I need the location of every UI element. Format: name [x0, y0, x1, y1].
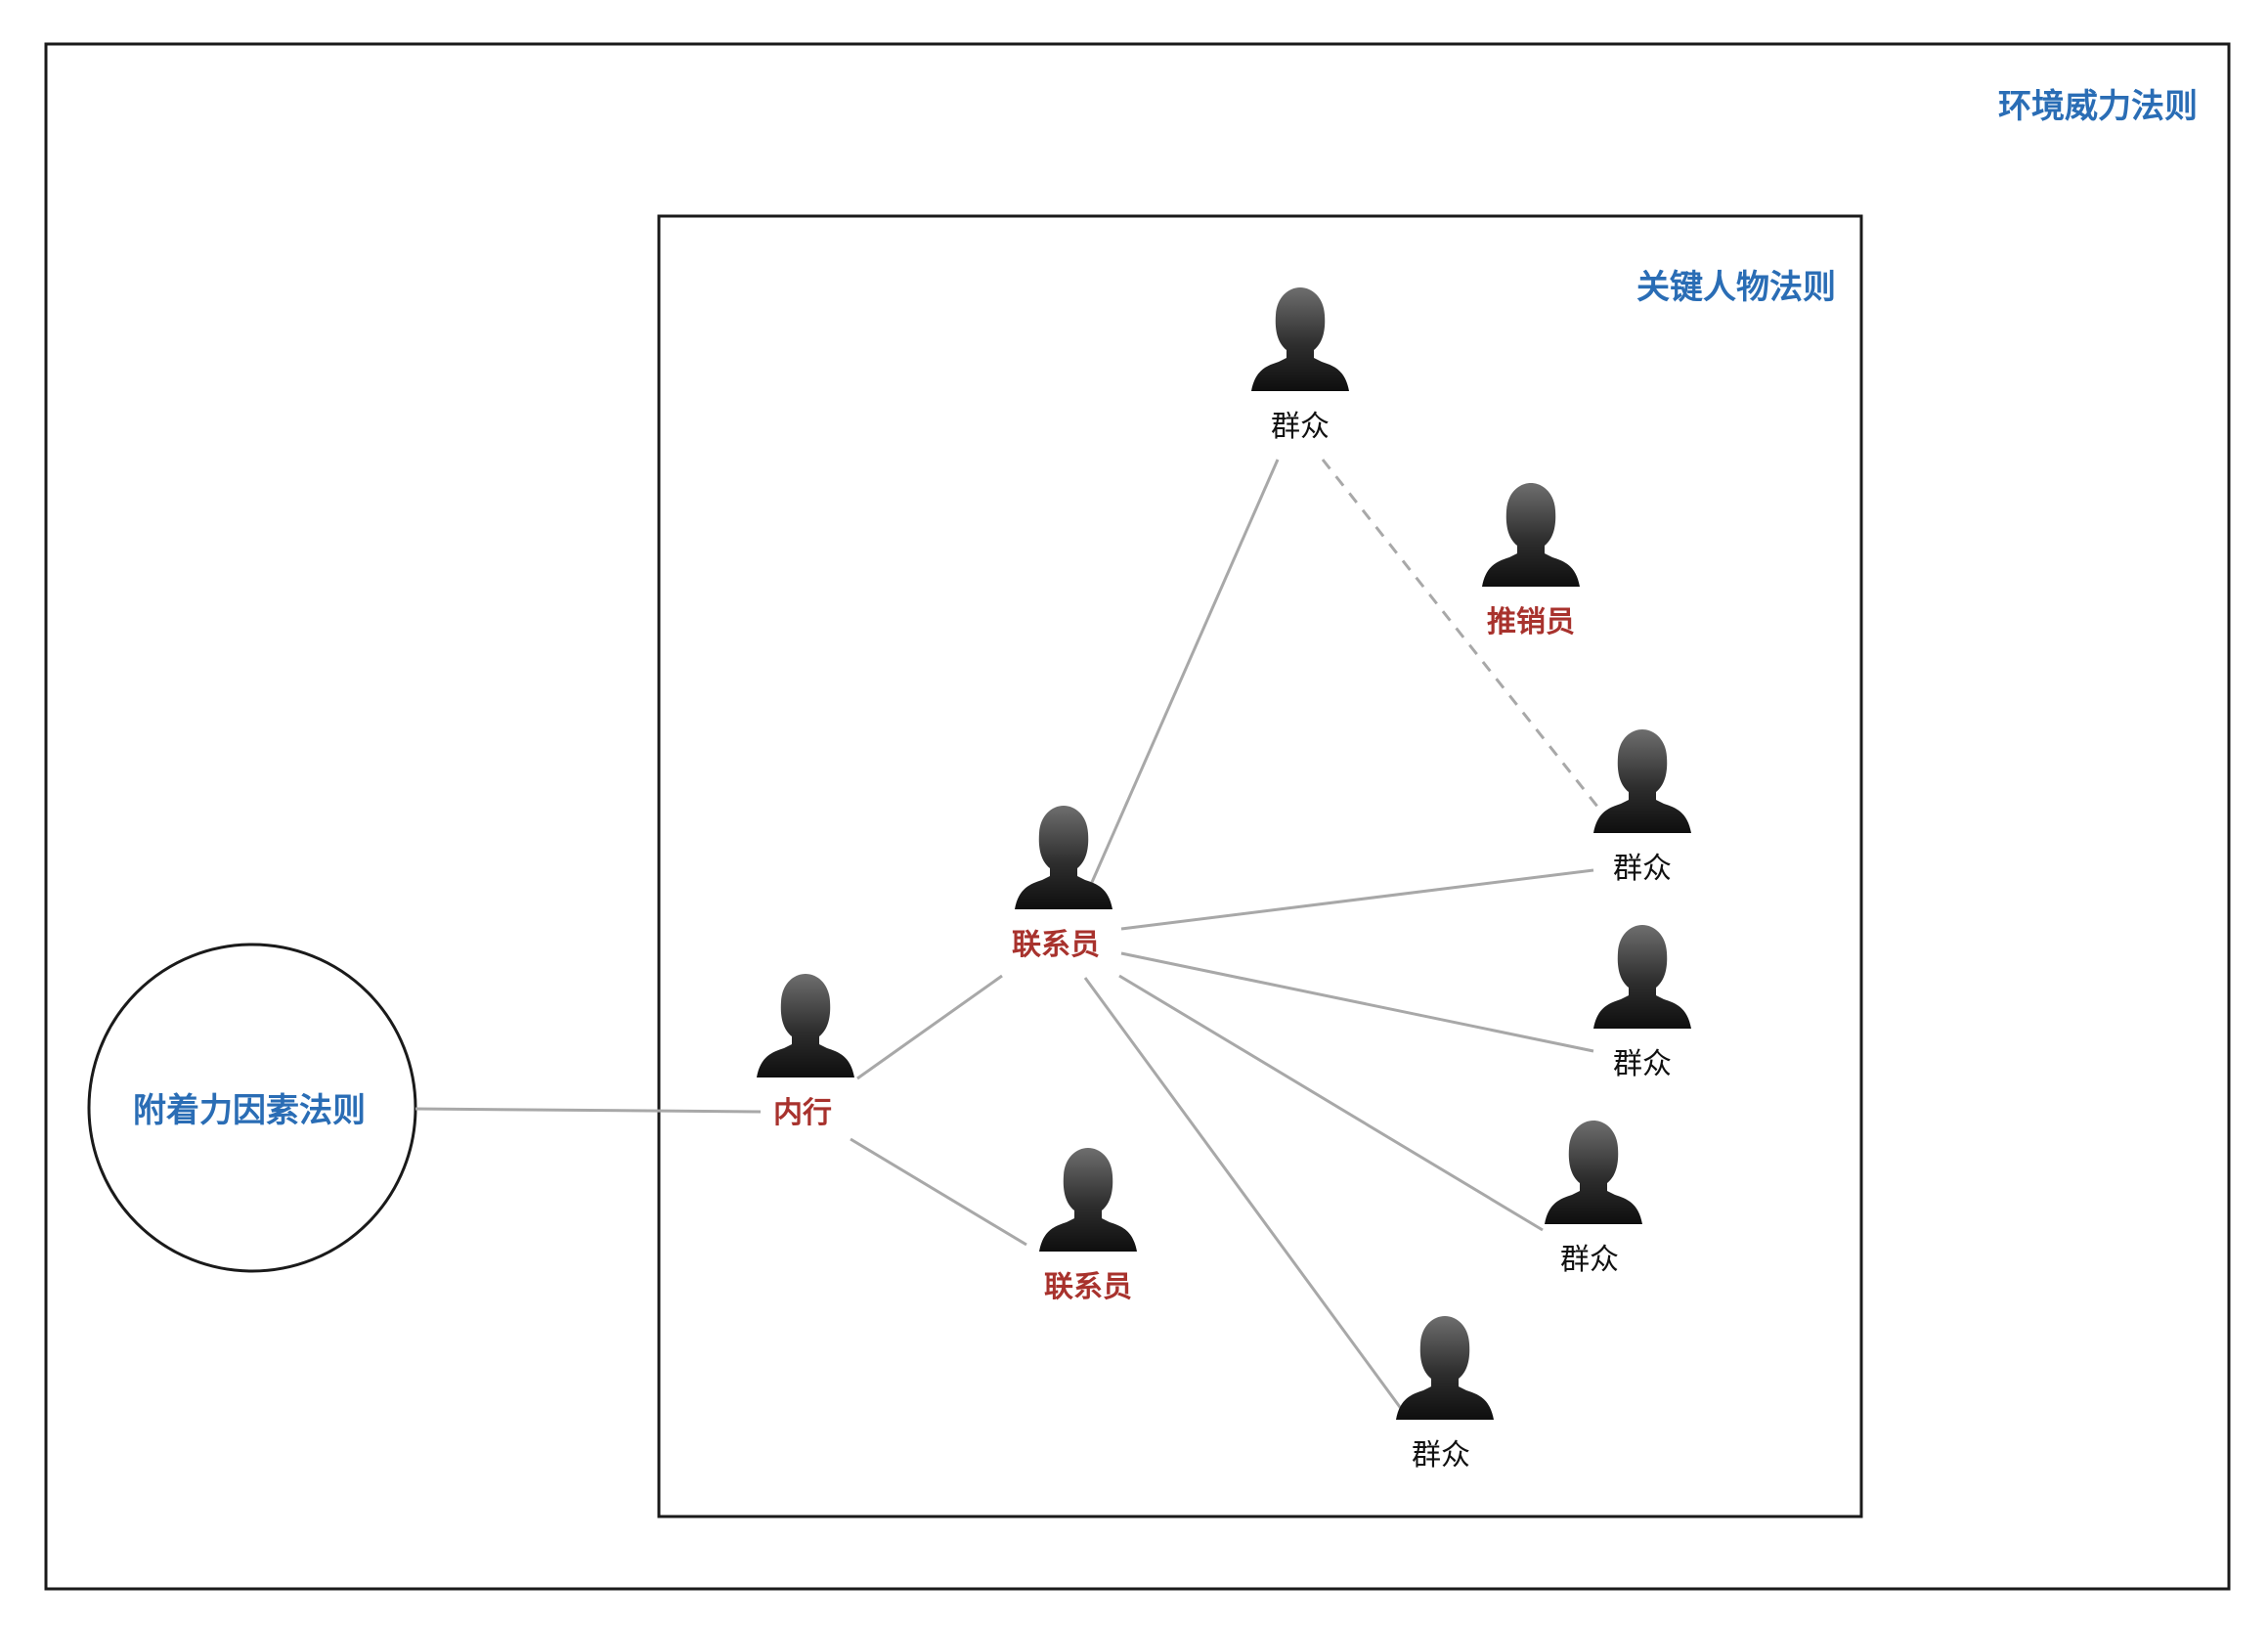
person-icon [1251, 287, 1349, 391]
person-icon [1396, 1316, 1494, 1420]
people-nodes: 群众 推销员 群众 联系员 群众 [757, 287, 1691, 1473]
edge-connector-crowd-right-3 [1118, 974, 1544, 1232]
person-node-maven: 内行 [757, 974, 854, 1130]
edge-connector-crowd-right-1 [1120, 868, 1594, 931]
edges [414, 459, 1615, 1419]
edge-maven-connector-lower [850, 1137, 1027, 1247]
person-node-salesman: 推销员 [1482, 483, 1580, 639]
attachment-circle [87, 943, 417, 1273]
person-icon [1593, 729, 1691, 833]
person-icon [1015, 806, 1112, 909]
person-label: 群众 [1560, 1243, 1619, 1277]
person-icon [1545, 1121, 1642, 1224]
edge-connector-crowd-top [1080, 459, 1280, 905]
person-label: 群众 [1271, 410, 1330, 444]
person-node-connector-main: 联系员 [1012, 806, 1112, 962]
circle-title: 附着力因素法则 [133, 1091, 366, 1130]
outer-frame [44, 42, 2231, 1591]
person-label: 群众 [1412, 1438, 1470, 1473]
person-label: 群众 [1613, 852, 1672, 886]
edge-maven-connector-main [856, 974, 1003, 1080]
edge-connector-crowd-right-2 [1120, 951, 1594, 1053]
person-label: 联系员 [1012, 928, 1100, 962]
person-node-crowd-right-2: 群众 [1593, 925, 1691, 1081]
edge-circle-maven [414, 1107, 762, 1114]
person-icon [1482, 483, 1580, 587]
person-node-connector-lower: 联系员 [1039, 1148, 1137, 1304]
person-icon [757, 974, 854, 1077]
edge-crowd-top-crowd-right-1-dashed [1321, 459, 1615, 827]
inner-frame [657, 214, 1863, 1518]
outer-frame-title: 环境威力法则 [1998, 87, 2198, 126]
person-node-crowd-top: 群众 [1251, 287, 1349, 444]
edge-connector-crowd-bottom [1083, 977, 1410, 1419]
person-node-crowd-right-1: 群众 [1593, 729, 1691, 886]
inner-frame-title: 关键人物法则 [1636, 268, 1836, 307]
person-node-crowd-bottom: 群众 [1396, 1316, 1494, 1473]
person-node-crowd-right-3: 群众 [1545, 1121, 1642, 1277]
person-icon [1039, 1148, 1137, 1252]
person-label: 群众 [1613, 1047, 1672, 1081]
person-icon [1593, 925, 1691, 1029]
person-label: 联系员 [1044, 1270, 1132, 1304]
person-label: 推销员 [1487, 605, 1575, 639]
person-label: 内行 [773, 1096, 832, 1130]
